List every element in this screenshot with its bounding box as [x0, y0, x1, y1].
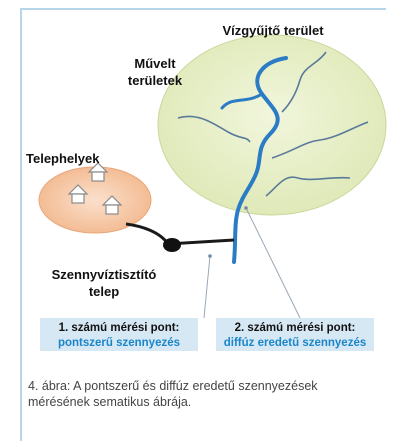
frame-left-border — [20, 8, 22, 441]
measurement-point-1 — [208, 254, 212, 258]
plant-node-icon — [163, 238, 181, 252]
point-1-detail: pontszerű szennyezés — [57, 337, 181, 349]
tributary-lower-right — [265, 176, 351, 197]
frame-top-border — [20, 8, 386, 10]
main-river — [232, 56, 288, 264]
point-1-heading: 1. számú mérési pont: — [58, 322, 180, 334]
house-icon — [101, 195, 123, 215]
cultivated-areas-label: Művelt területek — [127, 56, 183, 88]
tributary-upper-right — [281, 51, 327, 113]
house-icon — [87, 162, 109, 182]
watershed-area — [157, 34, 387, 216]
tributary-right — [271, 121, 369, 159]
point-2-detail: diffúz eredetű szennyezés — [223, 337, 367, 349]
measurement-point-1-box: 1. számú mérési pont: pontszerű szennyez… — [40, 318, 198, 351]
sewage-pipe — [125, 222, 235, 246]
river-branch — [220, 92, 264, 110]
point-2-heading: 2. számú mérési pont: — [234, 322, 356, 334]
house-icon — [67, 184, 89, 204]
tributary-left — [177, 115, 251, 143]
pointer-line-2 — [245, 207, 301, 319]
treatment-plant-label: Szennyvíztisztító telep — [51, 267, 157, 299]
sites-label: Telephelyek — [26, 151, 100, 166]
measurement-point-2 — [244, 206, 248, 210]
pointer-line-1 — [203, 255, 211, 319]
measurement-point-2-box: 2. számú mérési pont: diffúz eredetű sze… — [216, 318, 374, 351]
figure-caption: 4. ábra: A pontszerű és diffúz eredetű s… — [28, 379, 318, 409]
watershed-title: Vízgyűjtő terület — [222, 23, 324, 38]
